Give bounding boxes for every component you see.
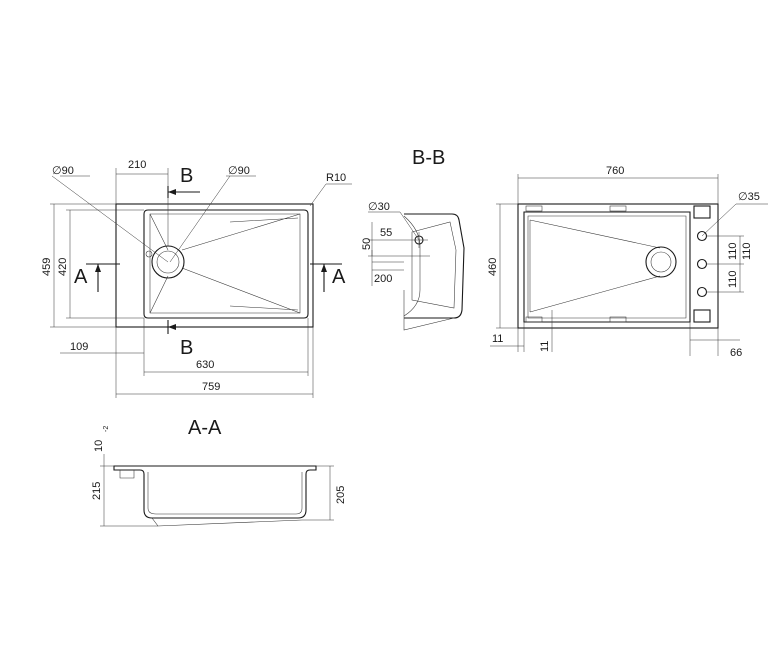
bracket-top (693, 205, 711, 219)
dim-r10: R10 (326, 172, 346, 184)
dim-11-b: 11 (539, 341, 551, 352)
dim-110-c: 110 (727, 270, 739, 288)
dim-hole-left: ∅90 (52, 165, 74, 177)
top-view: ∅90 ∅90 210 R10 459 420 109 630 759 (41, 159, 352, 398)
section-aa-profile (113, 465, 317, 519)
section-bb-profile (404, 213, 465, 319)
bowl-slope-lines (149, 213, 301, 314)
section-b-bottom: B (180, 337, 193, 359)
dim-420: 420 (57, 258, 69, 276)
dim-aa-215: 215 (91, 482, 103, 500)
bottom-view: 760 ∅35 460 110 110 110 11 11 66 (487, 165, 768, 359)
dim-11-a: 11 (492, 333, 503, 345)
dim-760: 760 (606, 165, 624, 177)
dim-bb-200: 200 (374, 273, 392, 285)
dim-110-b: 110 (741, 242, 753, 260)
dim-bb-hole: ∅30 (368, 201, 390, 213)
section-bb-view: B-B ∅30 50 55 200 (361, 147, 465, 331)
tap-hole-3 (696, 286, 708, 298)
section-a-left: A (74, 266, 88, 288)
dim-aa-10: 10 (93, 440, 105, 452)
tap-hole-2 (696, 258, 708, 270)
dim-759: 759 (202, 381, 220, 393)
section-bb-title: B-B (412, 147, 445, 169)
dim-459: 459 (41, 258, 53, 276)
section-a-right: A (332, 266, 346, 288)
section-b-top: B (180, 165, 193, 187)
bowl-inner-contour (149, 213, 301, 314)
dim-aa-10-tolerance: -2 (103, 426, 110, 432)
bottom-drain (645, 246, 677, 278)
dim-460: 460 (487, 258, 499, 276)
dim-66: 66 (730, 347, 742, 359)
section-aa-view: A-A 10 -2 215 205 (91, 417, 347, 527)
dim-210: 210 (128, 159, 146, 171)
sink-outline (115, 203, 314, 328)
dim-630: 630 (196, 359, 214, 371)
drain-hole-inner (156, 250, 180, 274)
dim-bottom-hole: ∅35 (738, 191, 760, 203)
dim-bb-50: 50 (361, 238, 373, 250)
section-aa-title: A-A (188, 417, 222, 439)
dim-109: 109 (70, 341, 88, 353)
bowl-outline (143, 209, 309, 319)
dim-bb-55: 55 (380, 227, 392, 239)
dim-110-a: 110 (727, 242, 739, 260)
dim-hole-right: ∅90 (228, 165, 250, 177)
bottom-outline (517, 203, 719, 329)
dim-aa-205: 205 (335, 486, 347, 504)
overflow-hole (145, 250, 153, 258)
bracket-bottom (693, 309, 711, 323)
